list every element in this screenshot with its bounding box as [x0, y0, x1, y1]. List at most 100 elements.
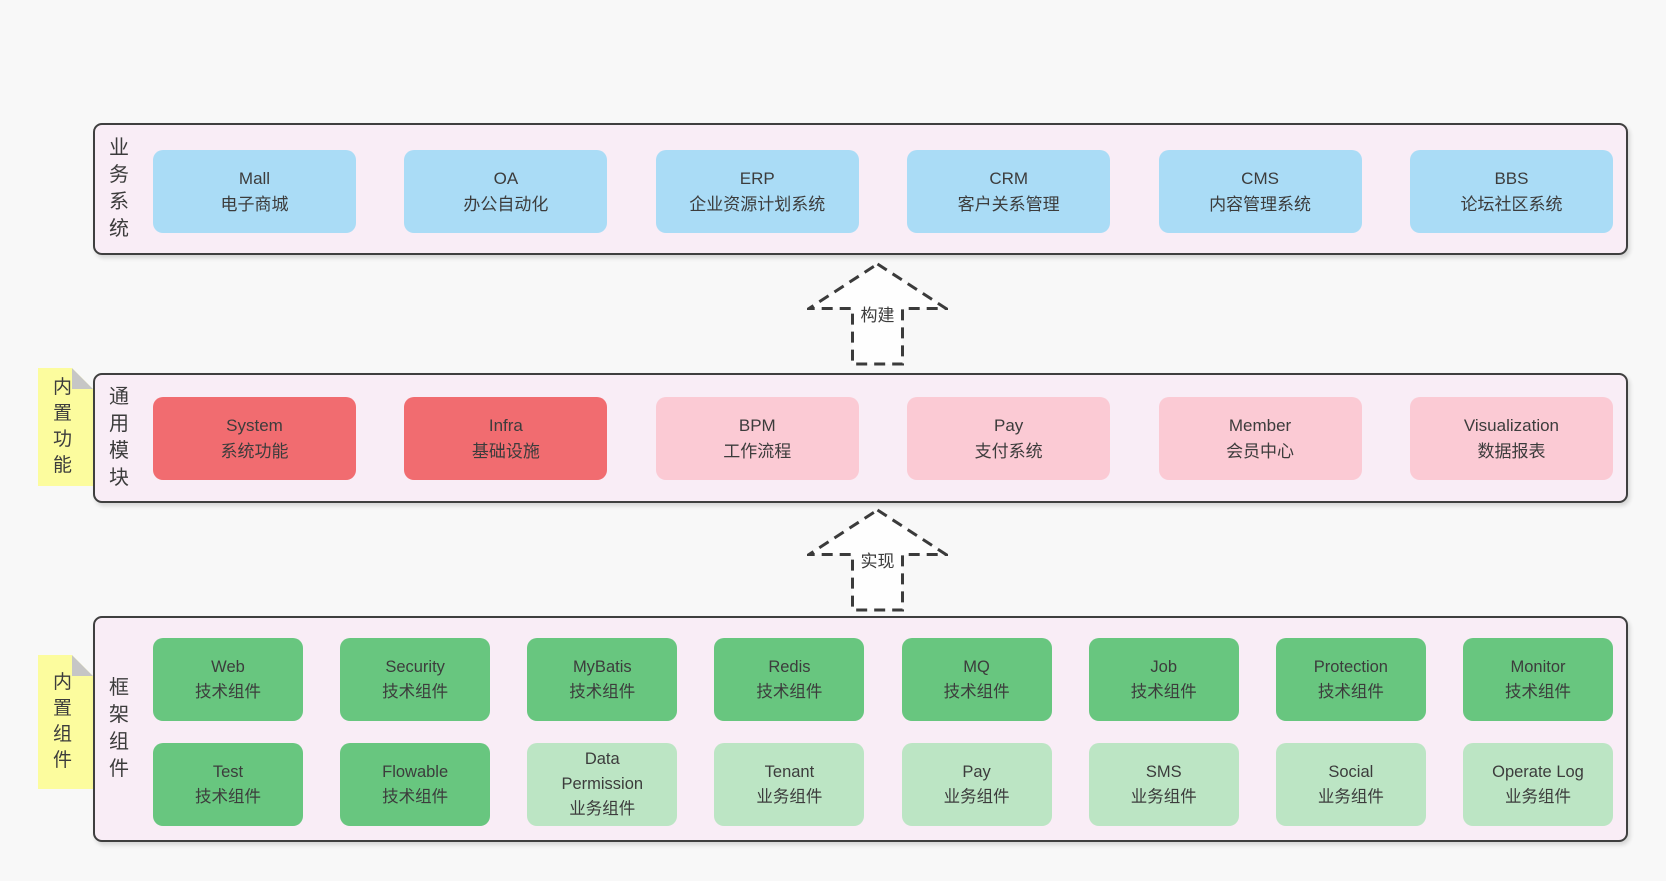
box-desc: 办公自动化: [463, 194, 549, 214]
panel-common-modules-label: 通用模块: [97, 375, 141, 501]
label-char: 业: [109, 137, 129, 159]
label-char: 模: [109, 440, 129, 462]
box-bpm: BPM 工作流程: [655, 397, 859, 480]
box-desc: 技术组件: [569, 682, 636, 701]
box-job: Job 技术组件: [1088, 638, 1239, 721]
box-web: Web 技术组件: [153, 638, 303, 721]
arrow-build: 构建: [807, 262, 948, 366]
box-visualization: Visualization 数据报表: [1409, 397, 1613, 480]
box-desc: 客户关系管理: [957, 194, 1060, 214]
box-name: Visualization: [1463, 415, 1560, 435]
label-char: 置: [52, 698, 72, 719]
panel-business-systems-label: 业务系统: [97, 125, 141, 253]
box-oa: OA 办公自动化: [404, 150, 608, 233]
label-char: 组: [109, 731, 129, 753]
box-name: Redis: [768, 657, 811, 676]
box-name: Web: [211, 657, 245, 676]
box-desc: 业务组件: [1317, 787, 1384, 806]
box-desc: 支付系统: [974, 441, 1043, 461]
box-desc: 会员中心: [1226, 441, 1295, 461]
box-security: Security 技术组件: [340, 638, 491, 721]
box-desc: 技术组件: [1130, 682, 1197, 701]
box-name: Flowable: [382, 762, 449, 781]
box-name: Monitor: [1510, 657, 1566, 676]
label-char: 架: [109, 704, 129, 726]
box-name: Tenant: [764, 762, 815, 781]
box-desc: 技术组件: [195, 787, 261, 806]
box-name: OA: [493, 168, 519, 188]
box-name: BBS: [1494, 168, 1529, 188]
box-desc: 数据报表: [1477, 441, 1546, 461]
label-char: 内: [52, 672, 72, 693]
box-monitor: Monitor 技术组件: [1462, 638, 1613, 721]
box-desc: 内容管理系统: [1209, 194, 1312, 214]
box-name: Security: [385, 657, 445, 676]
box-name: Operate Log: [1492, 762, 1584, 781]
box-name: MyBatis: [572, 657, 632, 676]
box-pay: Pay 支付系统: [907, 397, 1111, 480]
arrow-implement: 实现: [807, 508, 948, 612]
panel-framework-components-label: 框架组件: [97, 618, 141, 840]
box-name: Infra: [488, 415, 523, 435]
box-desc: 技术组件: [382, 787, 449, 806]
note-fold-corner-icon: [72, 368, 93, 389]
box-test: Test 技术组件: [153, 743, 303, 826]
label-char: 系: [109, 191, 129, 213]
label-char: 件: [52, 750, 72, 771]
label-char: 件: [109, 758, 129, 780]
box-desc: 技术组件: [756, 682, 823, 701]
box-mybatis: MyBatis 技术组件: [527, 638, 678, 721]
label-char: 务: [109, 164, 129, 186]
box-desc: 电子商城: [220, 194, 289, 214]
box-desc: 业务组件: [569, 800, 636, 818]
box-desc: 技术组件: [195, 682, 261, 701]
box-desc: 业务组件: [943, 787, 1010, 806]
box-desc: 技术组件: [1504, 682, 1571, 701]
box-redis: Redis 技术组件: [714, 638, 865, 721]
arrow-build-label: 构建: [857, 299, 898, 327]
box-name: SMS: [1145, 762, 1182, 781]
box-social: Social 业务组件: [1275, 743, 1426, 826]
box-desc: 技术组件: [382, 682, 449, 701]
box-name: BPM: [738, 415, 776, 435]
box-desc: 工作流程: [723, 441, 792, 461]
box-name: Job: [1150, 657, 1177, 676]
box-desc: 系统功能: [220, 441, 289, 461]
box-name: ERP: [739, 168, 775, 188]
label-char: 组: [52, 724, 72, 745]
label-char: 块: [109, 467, 129, 489]
box-name: Test: [212, 762, 244, 781]
box-desc: 业务组件: [1130, 787, 1197, 806]
label-char: 统: [109, 218, 129, 240]
label-char: 能: [52, 455, 72, 476]
label-char: 通: [109, 386, 129, 408]
box-desc: 论坛社区系统: [1460, 194, 1563, 214]
box-name: Pay: [962, 762, 991, 781]
sticky-note-built-in-components: 内置组件: [38, 655, 93, 789]
box-desc: 技术组件: [1317, 682, 1384, 701]
box-name: Social: [1328, 762, 1374, 781]
label-char: 功: [52, 429, 72, 450]
arrow-implement-label: 实现: [857, 545, 898, 573]
box-bbs: BBS 论坛社区系统: [1409, 150, 1613, 233]
box-name: Pay: [994, 415, 1024, 435]
box-sms: SMS 业务组件: [1088, 743, 1239, 826]
box-name: System: [226, 415, 283, 435]
label-char: 用: [109, 413, 129, 435]
box-pay: Pay 业务组件: [901, 743, 1052, 826]
